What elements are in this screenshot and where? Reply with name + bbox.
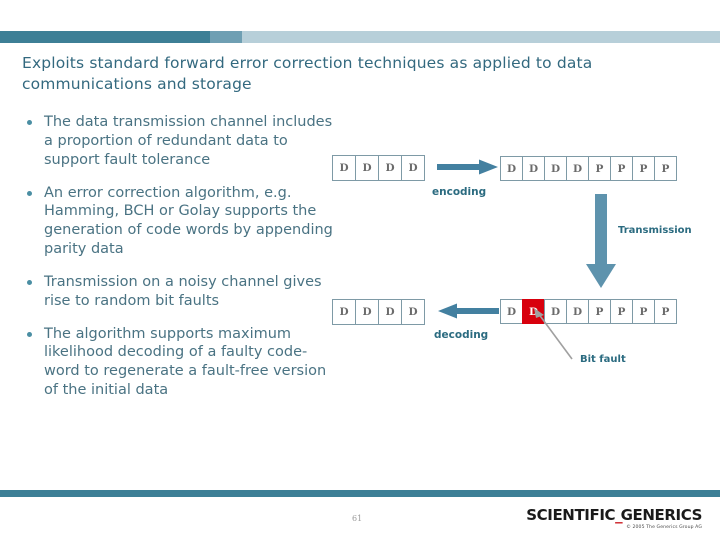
parity-cell: P: [610, 156, 633, 181]
accent-segment-mid: [210, 31, 242, 43]
list-item: Transmission on a noisy channel gives ri…: [22, 273, 342, 311]
parity-cell: P: [654, 156, 677, 181]
parity-cell: P: [632, 299, 655, 324]
brand-logo: SCIENTIFIC_GENERICS © 2005 The Generics …: [526, 508, 702, 531]
data-word-top-left: D D D D: [332, 155, 425, 181]
data-cell: D: [401, 155, 425, 181]
decoding-arrow-icon: [438, 303, 499, 319]
code-word-top-right: D D D D P P P P: [500, 156, 677, 181]
parity-cell: P: [654, 299, 677, 324]
copyright-notice: © 2005 The Generics Group AG: [626, 525, 702, 530]
brand-left-text: SCIENTIFIC: [526, 506, 616, 524]
code-cell: D: [566, 156, 589, 181]
encoding-arrow-icon: [437, 159, 498, 175]
data-cell: D: [378, 155, 402, 181]
encoding-label: encoding: [432, 186, 487, 198]
parity-cell: P: [632, 156, 655, 181]
transmission-arrow-icon: [586, 194, 616, 288]
page-number: 61: [352, 514, 363, 523]
accent-segment-light: [242, 31, 720, 43]
bullet-dot-icon: [27, 190, 32, 196]
data-word-bottom-left: D D D D: [332, 299, 425, 325]
bullet-dot-icon: [27, 279, 32, 285]
brand-right-text: GENERICS: [620, 506, 703, 524]
bullet-text: The algorithm supports maximum likelihoo…: [44, 325, 327, 399]
bullet-list: The data transmission channel includes a…: [22, 113, 342, 414]
parity-cell: P: [610, 299, 633, 324]
transmission-label: Transmission: [618, 225, 692, 236]
list-item: The algorithm supports maximum likelihoo…: [22, 325, 342, 400]
code-cell: D: [522, 156, 545, 181]
bullet-dot-icon: [27, 120, 32, 125]
data-cell: D: [332, 155, 356, 181]
code-cell: D: [500, 156, 523, 181]
data-cell: D: [401, 299, 425, 325]
parity-cell: P: [588, 156, 611, 181]
brand-separator: _: [615, 506, 622, 524]
accent-segment-dark: [0, 31, 210, 43]
bit-fault-label: Bit fault: [580, 354, 626, 365]
bullet-text: The data transmission channel includes a…: [44, 114, 333, 168]
slide-title: Exploits standard forward error correcti…: [22, 54, 593, 93]
brand-wordmark: SCIENTIFIC_GENERICS: [526, 508, 702, 523]
bullet-dot-icon: [27, 331, 32, 337]
list-item: The data transmission channel includes a…: [22, 113, 342, 170]
data-cell: D: [355, 299, 379, 325]
top-accent-bar: [0, 31, 720, 43]
bit-fault-pointer-icon: [534, 308, 573, 360]
list-item: An error correction algorithm, e.g. Hamm…: [22, 184, 342, 259]
data-cell: D: [332, 299, 356, 325]
parity-cell: P: [588, 299, 611, 324]
decoding-label: decoding: [434, 329, 489, 341]
data-cell: D: [355, 155, 379, 181]
bullet-text: Transmission on a noisy channel gives ri…: [44, 273, 322, 309]
code-word-bottom-right: D D D D P P P P: [500, 299, 677, 324]
bullet-text: An error correction algorithm, e.g. Hamm…: [44, 184, 333, 258]
footer-accent-bar: [0, 490, 720, 497]
code-cell: D: [544, 156, 567, 181]
data-cell: D: [378, 299, 402, 325]
